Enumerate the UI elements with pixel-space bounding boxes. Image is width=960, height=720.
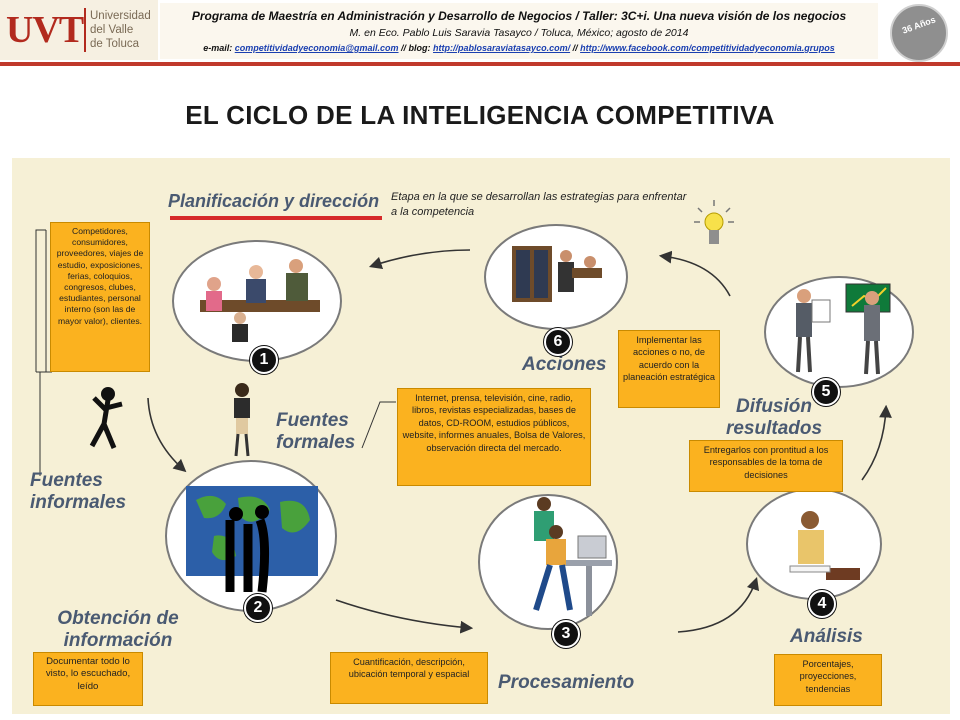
step-number-6: 6	[544, 328, 572, 356]
facebook-link[interactable]: http://www.facebook.com/competitividadye…	[580, 43, 835, 53]
stage-fuentes-formales: Fuentes formales	[276, 410, 356, 453]
acciones-box: Implementar las acciones o no, de acuerd…	[618, 330, 720, 408]
step-number-4: 4	[808, 590, 836, 618]
logo-divider	[84, 8, 86, 52]
stage-fuentes-informales: Fuentes informales	[30, 470, 127, 513]
obtencion-box: Documentar todo lo visto, lo escuchado, …	[33, 652, 143, 706]
formales-box: Internet, prensa, televisión, cine, radi…	[397, 388, 591, 486]
arrow-difusion-to-acciones	[658, 250, 731, 297]
blog-link[interactable]: http://pablosaraviatasayco.com/	[433, 43, 571, 53]
program-title: Programa de Maestría en Administración y…	[191, 9, 847, 23]
stage-procesamiento: Procesamiento	[498, 672, 635, 693]
logo-text-line: de Toluca	[90, 38, 140, 50]
logo-text-line: Universidad	[90, 10, 151, 22]
procesamiento-box: Cuantificación, descripción, ubicación t…	[330, 652, 488, 704]
lightbulb-icon	[694, 200, 734, 244]
computer-figures	[533, 497, 612, 616]
step-number-3: 3	[552, 620, 580, 648]
office-figures	[512, 246, 602, 302]
university-logo: UVT Universidad del Valle de Toluca	[0, 0, 158, 60]
arrow-acciones-to-planificacion	[368, 249, 471, 270]
email-label: e-mail:	[203, 43, 235, 53]
arrow-obtencion-to-procesamiento	[335, 599, 474, 634]
stage-difusion: Difusión resultados	[725, 396, 823, 439]
meeting-figures	[200, 259, 320, 342]
arrow-analisis-to-difusion	[861, 404, 892, 481]
author-line: M. en Eco. Pablo Luis Saravia Tasayco / …	[349, 27, 689, 39]
stage-analisis: Análisis	[790, 626, 863, 647]
stage-obtencion: Obtención de información	[57, 608, 179, 651]
separator: //	[570, 43, 581, 53]
header-banner: Programa de Maestría en Administración y…	[160, 3, 878, 59]
woman-figure	[234, 383, 250, 457]
logo-text: Universidad del Valle de Toluca	[90, 9, 151, 51]
logo-text-line: del Valle	[90, 24, 134, 36]
presentation-figures	[796, 283, 891, 375]
header-rule	[0, 62, 960, 66]
running-man-figure	[89, 387, 123, 449]
informales-bracket	[35, 229, 52, 373]
difusion-box: Entregarlos con prontitud a los responsa…	[689, 440, 843, 492]
stage-planificacion: Planificación y dirección	[168, 191, 380, 211]
anniversary-badge: 36 Años	[890, 4, 948, 62]
logo-mark: UVT	[6, 9, 84, 51]
planning-underline	[170, 216, 382, 220]
step-number-2: 2	[244, 594, 272, 622]
planning-note: Etapa en la que se desarrollan las estra…	[391, 191, 687, 218]
step-number-1: 1	[250, 346, 278, 374]
arrow-procesamiento-to-analisis	[677, 576, 760, 633]
world-map	[186, 486, 318, 593]
contact-line: e-mail: competitividadyeconomia@gmail.co…	[160, 43, 878, 53]
separator: // blog:	[398, 43, 434, 53]
email-link[interactable]: competitividadyeconomia@gmail.com	[234, 43, 399, 53]
arrow-planificacion-to-obtencion	[147, 397, 187, 473]
formales-connector	[361, 401, 396, 449]
step-number-5: 5	[812, 378, 840, 406]
page-title: EL CICLO DE LA INTELIGENCIA COMPETITIVA	[185, 100, 775, 130]
office-action-illustration	[484, 224, 628, 330]
informales-box: Competidores, consumidores, proveedores,…	[50, 222, 150, 372]
stage-acciones: Acciones	[522, 354, 607, 375]
writing-figure	[789, 511, 860, 580]
analisis-box: Porcentajes, proyecciones, tendencias	[774, 654, 882, 706]
